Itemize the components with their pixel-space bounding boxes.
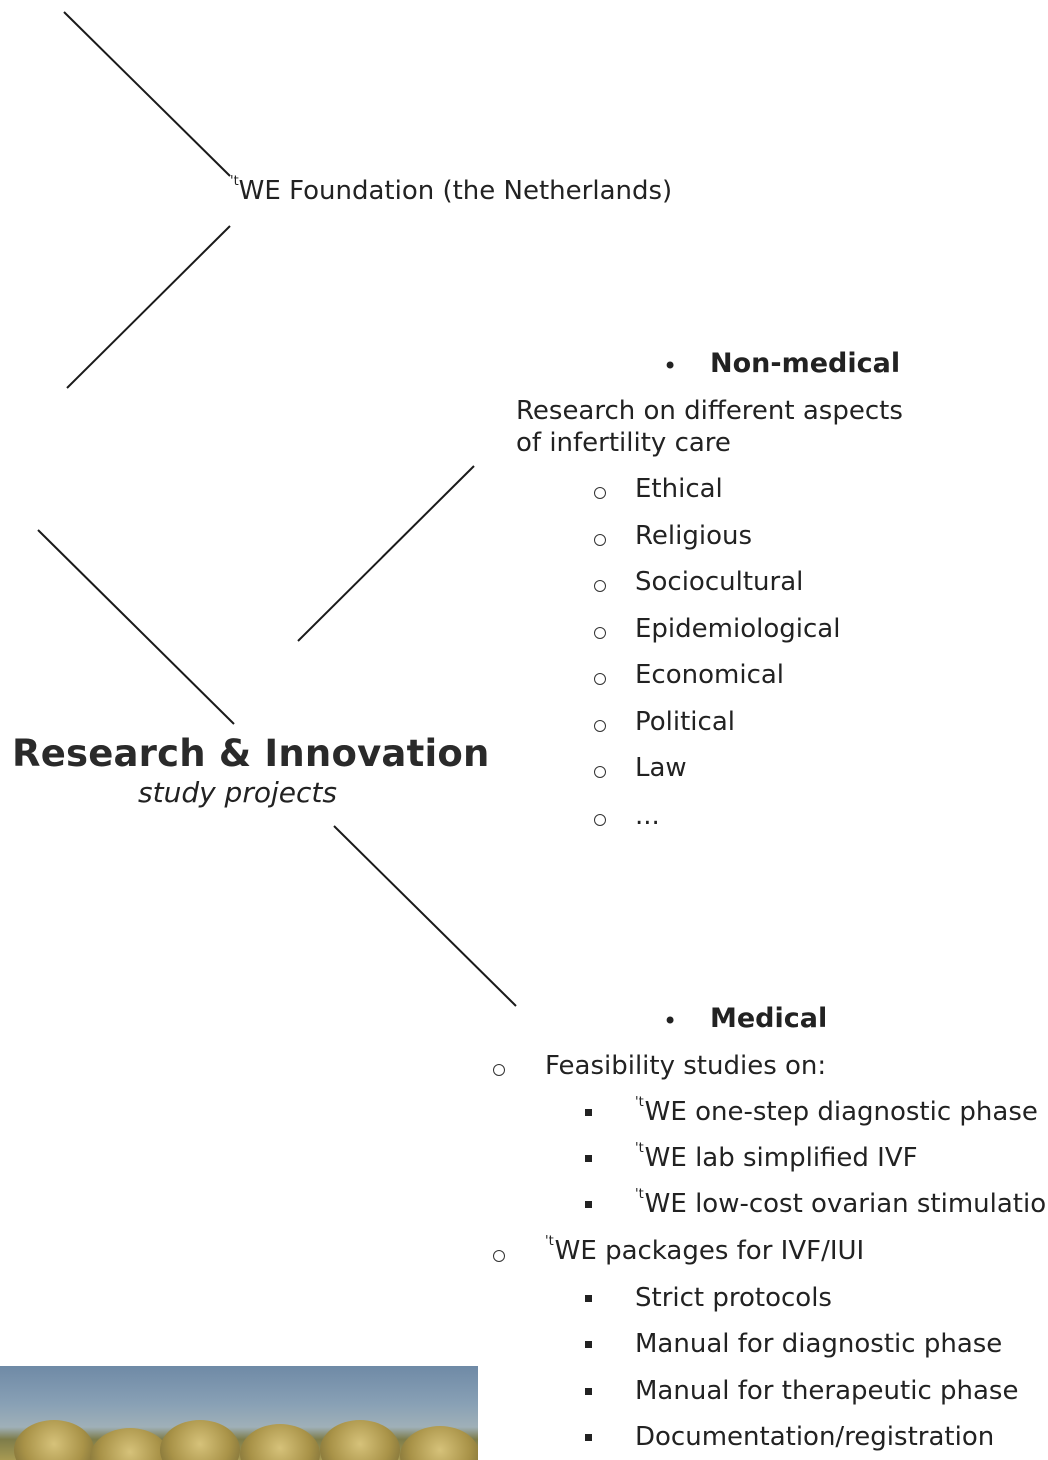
- foundation-connector-upper: [63, 11, 231, 177]
- list-item-ellipsis: ...: [635, 801, 660, 831]
- package-item-manual-diagnostic: Manual for diagnostic phase: [635, 1329, 1003, 1359]
- foundation-prefix: 't: [230, 174, 239, 189]
- non-medical-heading: Non-medical: [710, 348, 901, 379]
- non-medical-description-line1: Research on different aspects: [516, 396, 903, 426]
- tree-shape: [240, 1424, 320, 1460]
- medical-connector: [333, 825, 517, 1007]
- square-bullet-icon: [585, 1109, 592, 1116]
- list-item-sociocultural: Sociocultural: [635, 567, 804, 597]
- square-bullet-icon: [585, 1341, 592, 1348]
- list-item-religious: Religious: [635, 521, 752, 551]
- package-item-manual-therapeutic: Manual for therapeutic phase: [635, 1376, 1019, 1406]
- list-item-epidemiological: Epidemiological: [635, 614, 841, 644]
- tree-shape: [90, 1428, 170, 1460]
- square-bullet-icon: [585, 1155, 592, 1162]
- feasibility-item-diagnostic: 'tWE one-step diagnostic phase: [635, 1095, 1038, 1127]
- foundation-name: WE Foundation (the Netherlands): [238, 176, 673, 206]
- square-bullet-icon: [585, 1388, 592, 1395]
- hollow-circle-bullet-icon: [594, 487, 606, 499]
- feasibility-studies-label: Feasibility studies on:: [545, 1051, 827, 1081]
- study-projects-subtitle: study projects: [138, 776, 337, 809]
- list-item-ethical: Ethical: [635, 474, 723, 504]
- packages-label: 'tWE packages for IVF/IUI: [545, 1234, 865, 1266]
- square-bullet-icon: [585, 1434, 592, 1441]
- list-item-economical: Economical: [635, 660, 785, 690]
- hollow-circle-bullet-icon: [594, 673, 606, 685]
- tree-shape: [160, 1420, 240, 1460]
- landscape-photo: [0, 1366, 478, 1460]
- tree-shape: [400, 1426, 478, 1460]
- feasibility-item-ovarian-stimulation: 'tWE low-cost ovarian stimulation: [635, 1187, 1048, 1219]
- list-item-political: Political: [635, 707, 735, 737]
- package-item-documentation: Documentation/registration: [635, 1422, 995, 1452]
- hollow-circle-bullet-icon: [594, 580, 606, 592]
- foundation-label: 'tWE Foundation (the Netherlands): [230, 174, 673, 206]
- hollow-circle-bullet-icon: [594, 814, 606, 826]
- hollow-circle-bullet-icon: [594, 766, 606, 778]
- hollow-circle-bullet-icon: [493, 1064, 505, 1076]
- feasibility-item-lab-ivf: 'tWE lab simplified IVF: [635, 1141, 918, 1173]
- package-item-strict-protocols: Strict protocols: [635, 1283, 832, 1313]
- medical-bullet: •: [663, 1007, 678, 1035]
- medical-heading: Medical: [710, 1003, 828, 1034]
- non-medical-bullet: •: [663, 352, 678, 380]
- research-innovation-title: Research & Innovation: [12, 732, 490, 775]
- square-bullet-icon: [585, 1295, 592, 1302]
- hollow-circle-bullet-icon: [594, 720, 606, 732]
- research-connector-left: [37, 529, 235, 725]
- tree-shape: [14, 1420, 94, 1460]
- hollow-circle-bullet-icon: [594, 627, 606, 639]
- non-medical-connector: [297, 465, 475, 642]
- foundation-connector-lower: [66, 225, 231, 389]
- tree-shape: [320, 1420, 400, 1460]
- hollow-circle-bullet-icon: [493, 1250, 505, 1262]
- hollow-circle-bullet-icon: [594, 534, 606, 546]
- list-item-law: Law: [635, 753, 687, 783]
- square-bullet-icon: [585, 1201, 592, 1208]
- non-medical-description-line2: of infertility care: [516, 428, 731, 458]
